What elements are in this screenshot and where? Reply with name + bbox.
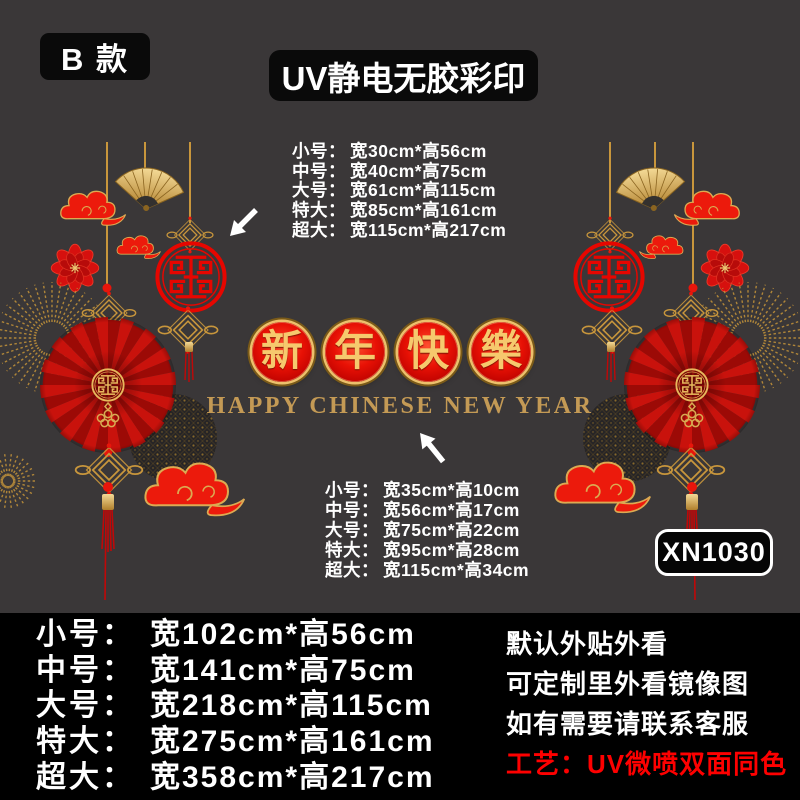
tassel-icon <box>606 341 616 383</box>
fireworks-burst-icon <box>0 454 35 508</box>
size-row: 特大：宽95cm*高28cm <box>325 540 529 560</box>
size-value: 宽40cm*高75cm <box>350 160 487 181</box>
size-row: 中号： 宽141cm*高75cm <box>36 649 435 687</box>
size-label: 超大： <box>36 760 135 794</box>
size-label: 特大： <box>36 724 135 758</box>
size-value: 宽30cm*高56cm <box>350 141 487 161</box>
size-label: 超大： <box>292 219 346 240</box>
size-value: 宽35cm*高10cm <box>383 480 520 500</box>
note-line: 默认外贴外看 <box>506 629 669 660</box>
size-row: 大号：宽61cm*高115cm <box>292 181 506 201</box>
size-label: 大号： <box>36 689 135 723</box>
greeting-char: 新 <box>260 329 303 375</box>
auspicious-cloud-icon <box>60 190 127 226</box>
greeting-char: 年 <box>333 329 376 375</box>
footer-panel: 小号： 宽102cm*高56cm 中号： 宽141cm*高75cm 大号： 宽218c… <box>0 613 800 800</box>
size-label: 小号： <box>325 480 379 500</box>
size-label: 中号： <box>325 500 379 520</box>
greeting-char: 樂 <box>479 329 522 375</box>
size-row: 超大：宽115cm*高34cm <box>325 560 529 580</box>
red-bead <box>688 283 698 293</box>
size-value: 宽85cm*高161cm <box>350 200 498 221</box>
greeting-char-circle: 新 <box>252 322 312 382</box>
size-label: 中号： <box>292 160 346 181</box>
size-label: 大号： <box>325 520 379 540</box>
auspicious-cloud-icon <box>116 235 161 260</box>
greeting-english: HAPPY CHINESE NEW YEAR <box>206 393 594 419</box>
size-value: 宽56cm*高17cm <box>383 500 520 520</box>
process-note: 工艺：UV微喷双面同色 <box>506 748 788 779</box>
fortune-medallion-icon <box>575 243 642 310</box>
size-row: 超大： 宽358cm*高217cm <box>36 756 435 794</box>
tassel-icon <box>184 341 194 383</box>
paper-fan-rosette-icon <box>624 316 760 454</box>
size-row: 特大：宽85cm*高161cm <box>292 200 506 221</box>
center-decor <box>0 210 652 517</box>
product-code-badge: XN1030 <box>655 529 773 576</box>
size-row: 小号：宽30cm*高56cm <box>292 141 506 162</box>
red-bead <box>103 482 113 492</box>
ornament-size-list: 小号：宽30cm*高56cm 中号：宽40cm*高75cm 大号：宽61cm*高… <box>292 141 507 241</box>
note-line: 如有需要请联系客服 <box>506 708 750 739</box>
size-label: 小号： <box>36 617 135 651</box>
size-value: 宽141cm*高75cm <box>150 653 416 687</box>
size-value: 宽218cm*高115cm <box>150 689 433 723</box>
decor-graphics <box>0 142 800 601</box>
overall-size-table: 小号： 宽102cm*高56cm 中号： 宽141cm*高75cm 大号： 宽218c… <box>36 613 435 794</box>
folding-fan-icon <box>613 162 689 217</box>
size-row: 中号：宽56cm*高17cm <box>325 500 529 520</box>
size-value: 宽115cm*高217cm <box>350 219 507 240</box>
size-value: 宽95cm*高28cm <box>383 540 520 560</box>
auspicious-cloud-icon <box>639 235 684 260</box>
arrow-icon <box>417 433 446 462</box>
size-label: 小号： <box>292 141 346 161</box>
tassel-icon <box>101 493 115 601</box>
size-label: 大号： <box>292 180 346 201</box>
paper-fan-rosette-icon <box>39 316 177 454</box>
auspicious-cloud-icon <box>144 462 246 517</box>
fortune-medallion-icon <box>157 243 224 310</box>
size-value: 宽358cm*高217cm <box>150 760 435 794</box>
size-row: 特大： 宽275cm*高161cm <box>36 720 435 758</box>
right-ornament-group <box>575 142 800 601</box>
size-label: 超大： <box>325 560 379 580</box>
note-line: 可定制里外看镜像图 <box>506 669 750 700</box>
size-row: 中号：宽40cm*高75cm <box>292 160 506 182</box>
peony-flower-icon <box>50 243 100 293</box>
greeting-char-circle: 樂 <box>471 322 531 382</box>
size-row: 超大：宽115cm*高217cm <box>292 219 507 241</box>
red-bead <box>102 283 112 293</box>
folding-fan-icon <box>111 162 187 217</box>
style-badge: B 款 <box>40 33 150 80</box>
size-value: 宽75cm*高22cm <box>383 520 520 540</box>
size-value: 宽61cm*高115cm <box>350 180 497 201</box>
size-label: 特大： <box>325 540 379 560</box>
greeting-char: 快 <box>406 329 449 375</box>
banner-size-list: 小号：宽35cm*高10cm 中号：宽56cm*高17cm 大号：宽75cm*高… <box>325 480 529 580</box>
size-row: 小号：宽35cm*高10cm <box>325 480 529 500</box>
red-bead <box>687 482 697 492</box>
size-row: 大号： 宽218cm*高115cm <box>36 684 435 722</box>
arrow-icon <box>230 210 256 236</box>
size-label: 特大： <box>292 200 346 221</box>
size-row: 大号：宽75cm*高22cm <box>325 520 529 540</box>
page-title: UV静电无胶彩印 <box>269 50 538 101</box>
size-value: 宽115cm*高34cm <box>383 560 530 580</box>
notes-block: 默认外贴外看 可定制里外看镜像图 如有需要请联系客服 工艺：UV微喷双面同色 <box>506 623 787 782</box>
size-value: 宽102cm*高56cm <box>150 617 416 651</box>
greeting-banner: 新 年 快 樂 <box>252 322 531 382</box>
size-row: 小号： 宽102cm*高56cm <box>36 613 435 651</box>
auspicious-cloud-icon <box>673 190 740 226</box>
greeting-char-circle: 快 <box>398 322 458 382</box>
peony-flower-icon <box>700 243 750 293</box>
size-value: 宽275cm*高161cm <box>150 724 435 758</box>
size-label: 中号： <box>36 653 135 687</box>
greeting-char-circle: 年 <box>325 322 385 382</box>
left-ornament-group <box>0 142 225 601</box>
